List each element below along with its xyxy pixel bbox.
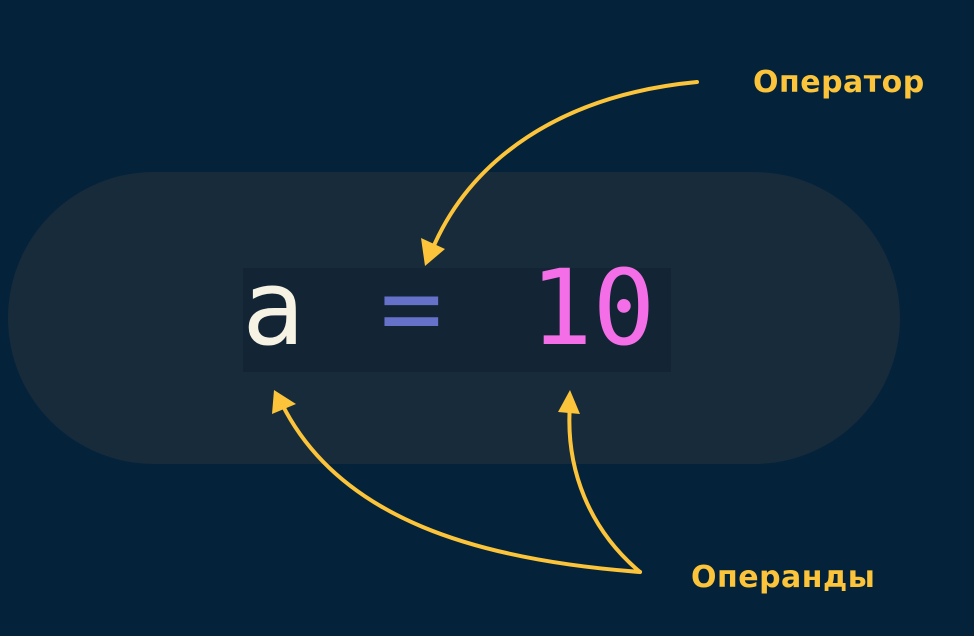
- code-highlight-box: [243, 268, 671, 372]
- operator-label: Оператор: [753, 65, 925, 100]
- operand-arrow-variable: [280, 402, 642, 574]
- operand-arrowhead-value: [558, 390, 580, 414]
- operand-arrow-value: [567, 402, 642, 574]
- operator-arrowhead: [421, 238, 445, 266]
- operator-arrow: [430, 80, 699, 252]
- operator-token: =: [380, 247, 443, 369]
- operands-label: Операнды: [691, 560, 876, 595]
- operand-arrowhead-variable: [272, 390, 296, 414]
- value-token: 10: [530, 247, 656, 369]
- variable-token: a: [242, 247, 305, 369]
